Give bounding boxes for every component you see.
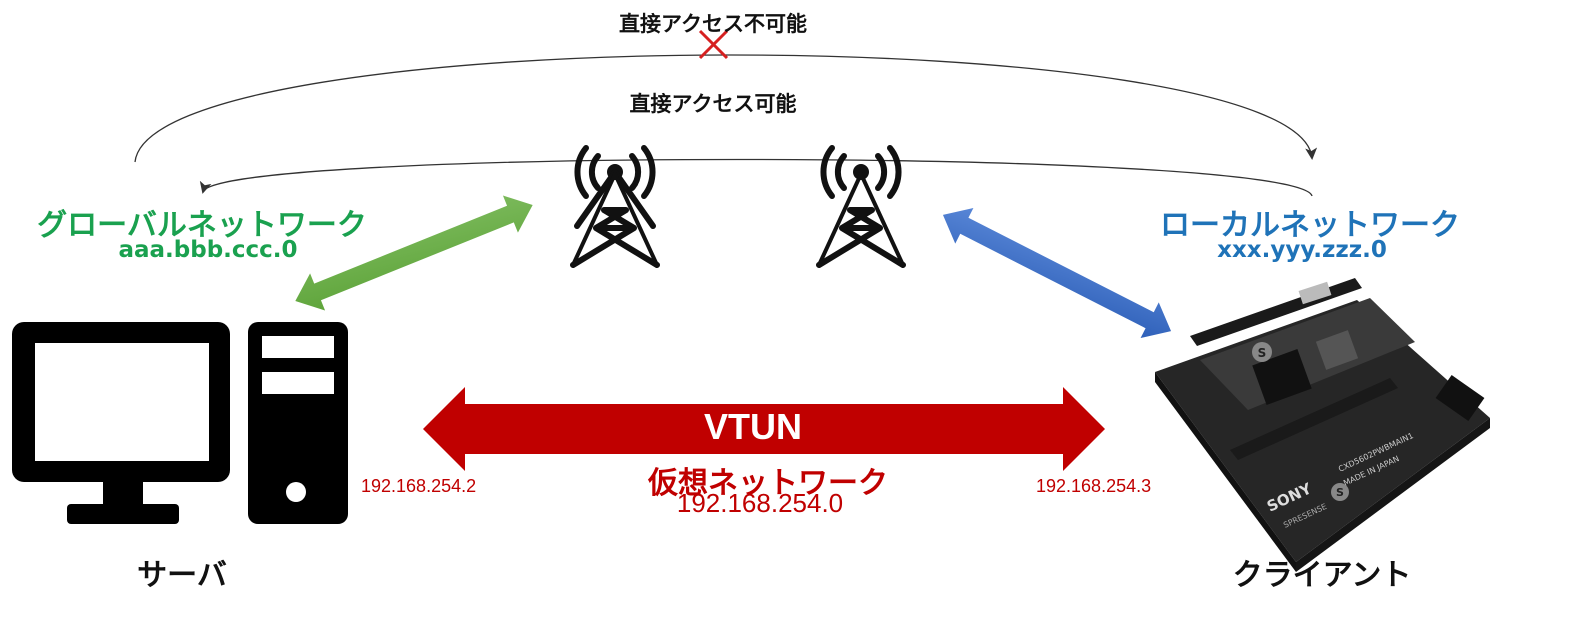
no-direct-access-label: 直接アクセス不可能 [619,12,807,36]
global-network-subnet: aaa.bbb.ccc.0 [118,237,298,263]
svg-text:S: S [1336,486,1344,499]
svg-text:S: S [1258,346,1267,360]
local-network-subnet: xxx.yyy.zzz.0 [1217,237,1387,263]
vtun-tunnel-arrow [423,387,1105,471]
pc-tower-icon [248,322,348,524]
server-label: サーバ [137,558,227,593]
local-network-title: ローカルネットワーク [1160,208,1460,243]
client-ip-label: 192.168.254.3 [1036,476,1152,496]
direct-access-arc [200,158,1313,197]
monitor-icon [12,322,230,524]
spresense-board-image: S SONY SPRESENSE CXD5602PWBMAIN1 MADE IN… [1155,278,1490,572]
global-link-arrow [295,195,533,311]
local-link-arrow [942,207,1172,339]
antenna-tower-icon [816,145,906,268]
antenna-tower-icon [570,145,660,268]
global-network-title: グローバルネットワーク [37,208,367,243]
blocked-x-icon [698,29,729,60]
virtual-network-title: 仮想ネットワーク [648,466,888,501]
server-ip-label: 192.168.254.2 [361,476,477,496]
virtual-network-subnet: 192.168.254.0 [676,488,844,518]
client-label: クライアント [1232,558,1412,593]
direct-access-label: 直接アクセス可能 [629,92,797,116]
vtun-label: VTUN [704,406,802,447]
